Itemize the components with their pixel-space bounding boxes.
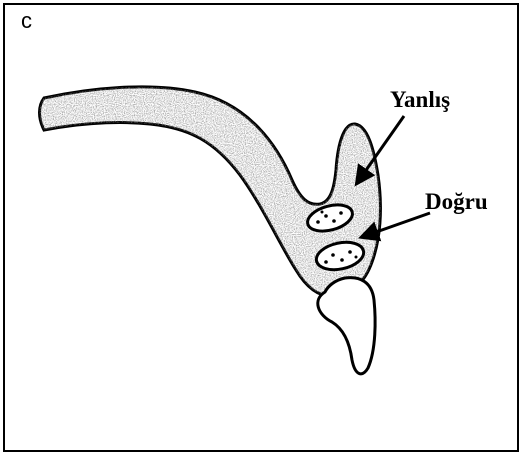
label-wrong: Yanlış [390, 87, 450, 112]
label-correct: Doğru [425, 189, 488, 214]
tooth-root-shape [318, 278, 375, 374]
